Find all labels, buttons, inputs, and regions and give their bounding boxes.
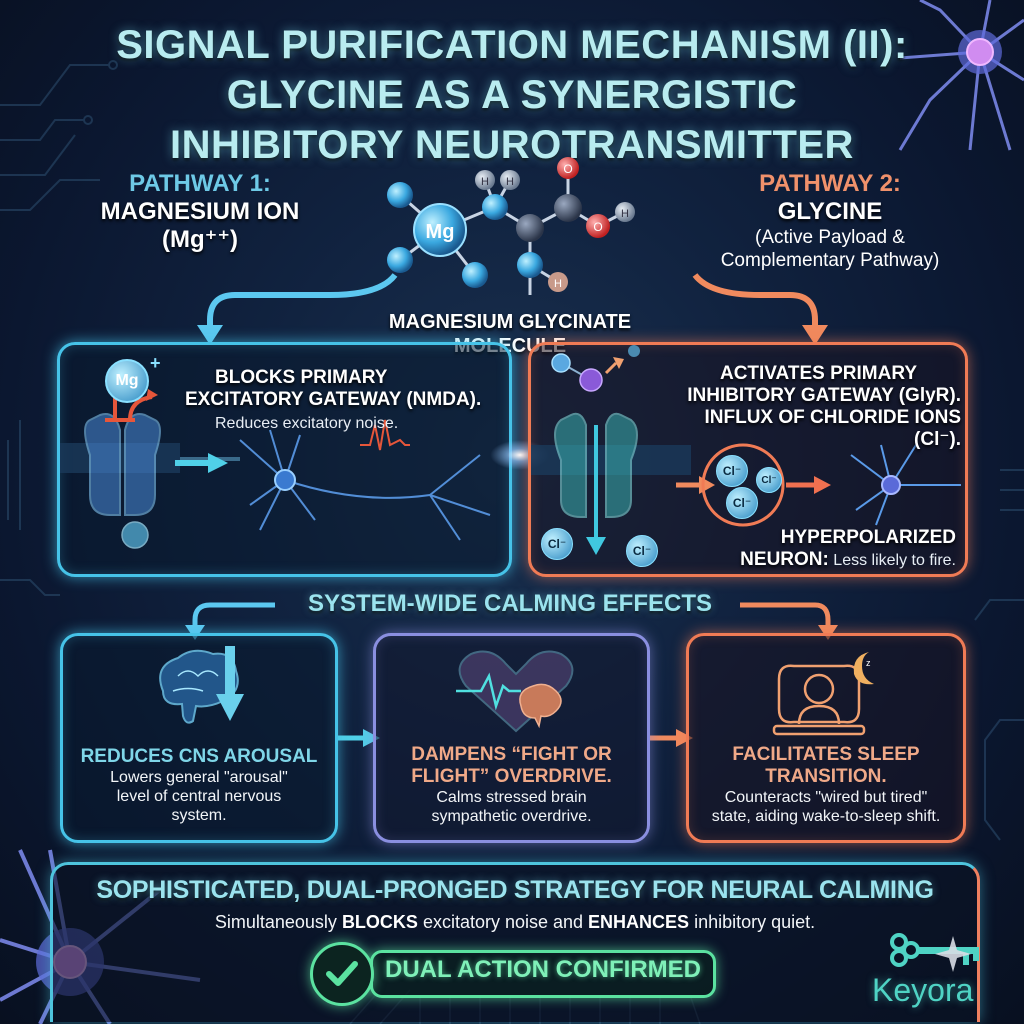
effect-3-heading-2: TRANSITION. [765,766,887,787]
pathway1-formula: (Mg⁺⁺) [162,226,238,253]
chloride-ion-icon-4: Cl⁻ [541,528,573,560]
mg-ion-icon: Mg [105,359,149,403]
pathway2-heading: PATHWAY 2: GLYCINE (Active Payload & Com… [680,170,980,272]
molecule-mg-symbol: Mg [426,221,455,243]
neuron-top-right-icon [898,0,1024,151]
effect-3-heading-1: FACILITATES SLEEP [732,744,920,765]
logo-text: Keyora [872,972,974,1008]
sleep-moon-icon: z [772,652,874,736]
effect-1-sub-3: system. [171,807,227,824]
pathway2-sub-2: Complementary Pathway) [720,250,940,271]
effect-2-heading-2: FLIGHT” OVERDRIVE. [411,766,612,787]
result-text: Less likely to fire. [828,552,956,569]
mg-ion-charge: + [150,353,161,373]
effect-1-heading: REDUCES CNS AROUSAL [80,746,318,767]
atom-h-3: H [621,208,629,220]
summary-title: SOPHISTICATED, DUAL-PRONGED STRATEGY FOR… [96,876,934,904]
atom-h-1: H [481,176,489,188]
panel-pathway2-text: ACTIVATES PRIMARY INHIBITORY GATEWAY (Gl… [676,363,961,451]
pathway2-arrow-head [802,325,828,345]
hyperpolarized-result: HYPERPOLARIZED NEURON: Less likely to fi… [691,527,956,571]
effects-title: SYSTEM-WIDE CALMING EFFECTS [308,590,712,617]
atom-h-4: H [554,278,562,290]
pathway1-arrow-head [197,325,223,345]
check-glyph [326,961,358,986]
title-line-3: INHIBITORY NEUROTRANSMITTER [170,123,854,167]
pathway2-label: PATHWAY 2: [759,170,901,197]
page-title: SIGNAL PURIFICATION MECHANISM (II): GLYC… [0,20,1024,170]
summary-sub-pre: Simultaneously [214,912,342,932]
chloride-ion-icon-2: Cl⁻ [756,467,782,493]
atom-o-2: O [593,220,602,234]
effect-card-sleep-transition: z FACILITATES SLEEP TRANSITION. Countera… [686,633,966,843]
panel-pathway1-heading-2: EXCITATORY GATEWAY (NMDA). [185,389,482,410]
panel-pathway1-nmda: Mg + BLOCKS PRIMARY EXCITATORY GATEWAY (… [57,342,512,577]
effect-1-sub-1: Lowers general "arousal" [110,769,288,786]
chloride-ion-icon-3: Cl⁻ [726,487,758,519]
dual-action-badge-label: DUAL ACTION CONFIRMED [385,956,701,983]
pathway2-name: GLYCINE [777,198,883,225]
effect-card-cns-arousal: REDUCES CNS AROUSAL Lowers general "arou… [60,633,338,843]
svg-text:z: z [866,658,871,668]
summary-sub-bold-blocks: BLOCKS [341,912,418,932]
effect-3-sub-1: Counteracts "wired but tired" [724,789,928,806]
pathway1-arrow [207,273,398,330]
effect-card-fight-or-flight: DAMPENS “FIGHT OR FLIGHT” OVERDRIVE. Cal… [373,633,650,843]
panel-pathway2-heading-1: ACTIVATES PRIMARY [719,363,918,384]
atom-h-2: H [506,176,514,188]
dual-action-badge [370,950,716,998]
chloride-ion-label: Cl⁻ [632,544,652,558]
panel-pathway2-glyr: Cl⁻ Cl⁻ Cl⁻ Cl⁻ Cl⁻ ACTIVATES PRIMARY IN… [528,342,968,577]
title-line-1: SIGNAL PURIFICATION MECHANISM (II): [116,23,908,67]
checkmark-icon [310,942,374,1006]
magnesium-glycinate-molecule-icon: Mg H H O O H H [387,157,635,295]
key-logo-icon [890,933,979,972]
chloride-ion-icon-1: Cl⁻ [716,455,748,487]
chloride-ion-label: Cl⁻ [722,464,742,478]
effect-card-sleep-transition-text: FACILITATES SLEEP TRANSITION. Counteract… [689,744,963,826]
panel-pathway1-text: BLOCKS PRIMARY EXCITATORY GATEWAY (NMDA)… [185,367,505,434]
panel-pathway1-heading-1: BLOCKS PRIMARY [215,367,388,388]
effect-3-sub-2: state, aiding wake-to-sleep shift. [711,808,941,825]
summary-sub-bold-enhances: ENHANCES [588,912,690,932]
effect-2-sub-2: sympathetic overdrive. [431,808,592,825]
panel-pathway1-sub: Reduces excitatory noise. [215,415,399,432]
brain-down-icon [159,646,244,724]
glyr-channel-illustration [531,345,961,555]
hyperpolarized-heading: HYPERPOLARIZED [780,527,956,548]
molecule-label-line-1: MAGNESIUM GLYCINATE [388,311,632,333]
nmda-channel-illustration [60,389,491,549]
chloride-ion-label: Cl⁻ [732,496,752,510]
pathway2-arrow [692,273,818,330]
effect-card-cns-arousal-text: REDUCES CNS AROUSAL Lowers general "arou… [63,746,335,825]
chloride-ion-icon-5: Cl⁻ [626,535,658,567]
result-bold-label: NEURON: [740,549,829,570]
effect-1-sub-2: level of central nervous [116,788,282,805]
heart-brain-icon [456,650,574,733]
pathway1-name: MAGNESIUM ION [100,198,300,225]
effect-card-fight-or-flight-text: DAMPENS “FIGHT OR FLIGHT” OVERDRIVE. Cal… [376,744,647,826]
effect-2-sub-1: Calms stressed brain [436,789,587,806]
mg-ion-symbol: Mg [115,372,139,389]
effect-2-heading-1: DAMPENS “FIGHT OR [411,744,612,765]
summary-sub-mid: excitatory noise and [417,912,589,932]
chloride-ion-label: Cl⁻ [547,537,567,551]
title-line-2: GLYCINE AS A SYNERGISTIC [226,73,798,117]
panel-pathway2-heading-3: INFLUX OF CHLORIDE IONS (Cl⁻). [704,407,962,450]
summary-subtitle: Simultaneously BLOCKS excitatory noise a… [50,912,980,933]
chloride-ion-label: Cl⁻ [761,474,777,486]
pathway1-label: PATHWAY 1: [129,170,271,197]
atom-o-1: O [563,162,572,176]
pathway2-sub-1: (Active Payload & [755,227,905,248]
pathway1-heading: PATHWAY 1: MAGNESIUM ION (Mg⁺⁺) [90,170,310,254]
summary-sub-post: inhibitory quiet. [689,912,816,932]
panel-pathway2-heading-2: INHIBITORY GATEWAY (GlyR). [687,385,961,406]
